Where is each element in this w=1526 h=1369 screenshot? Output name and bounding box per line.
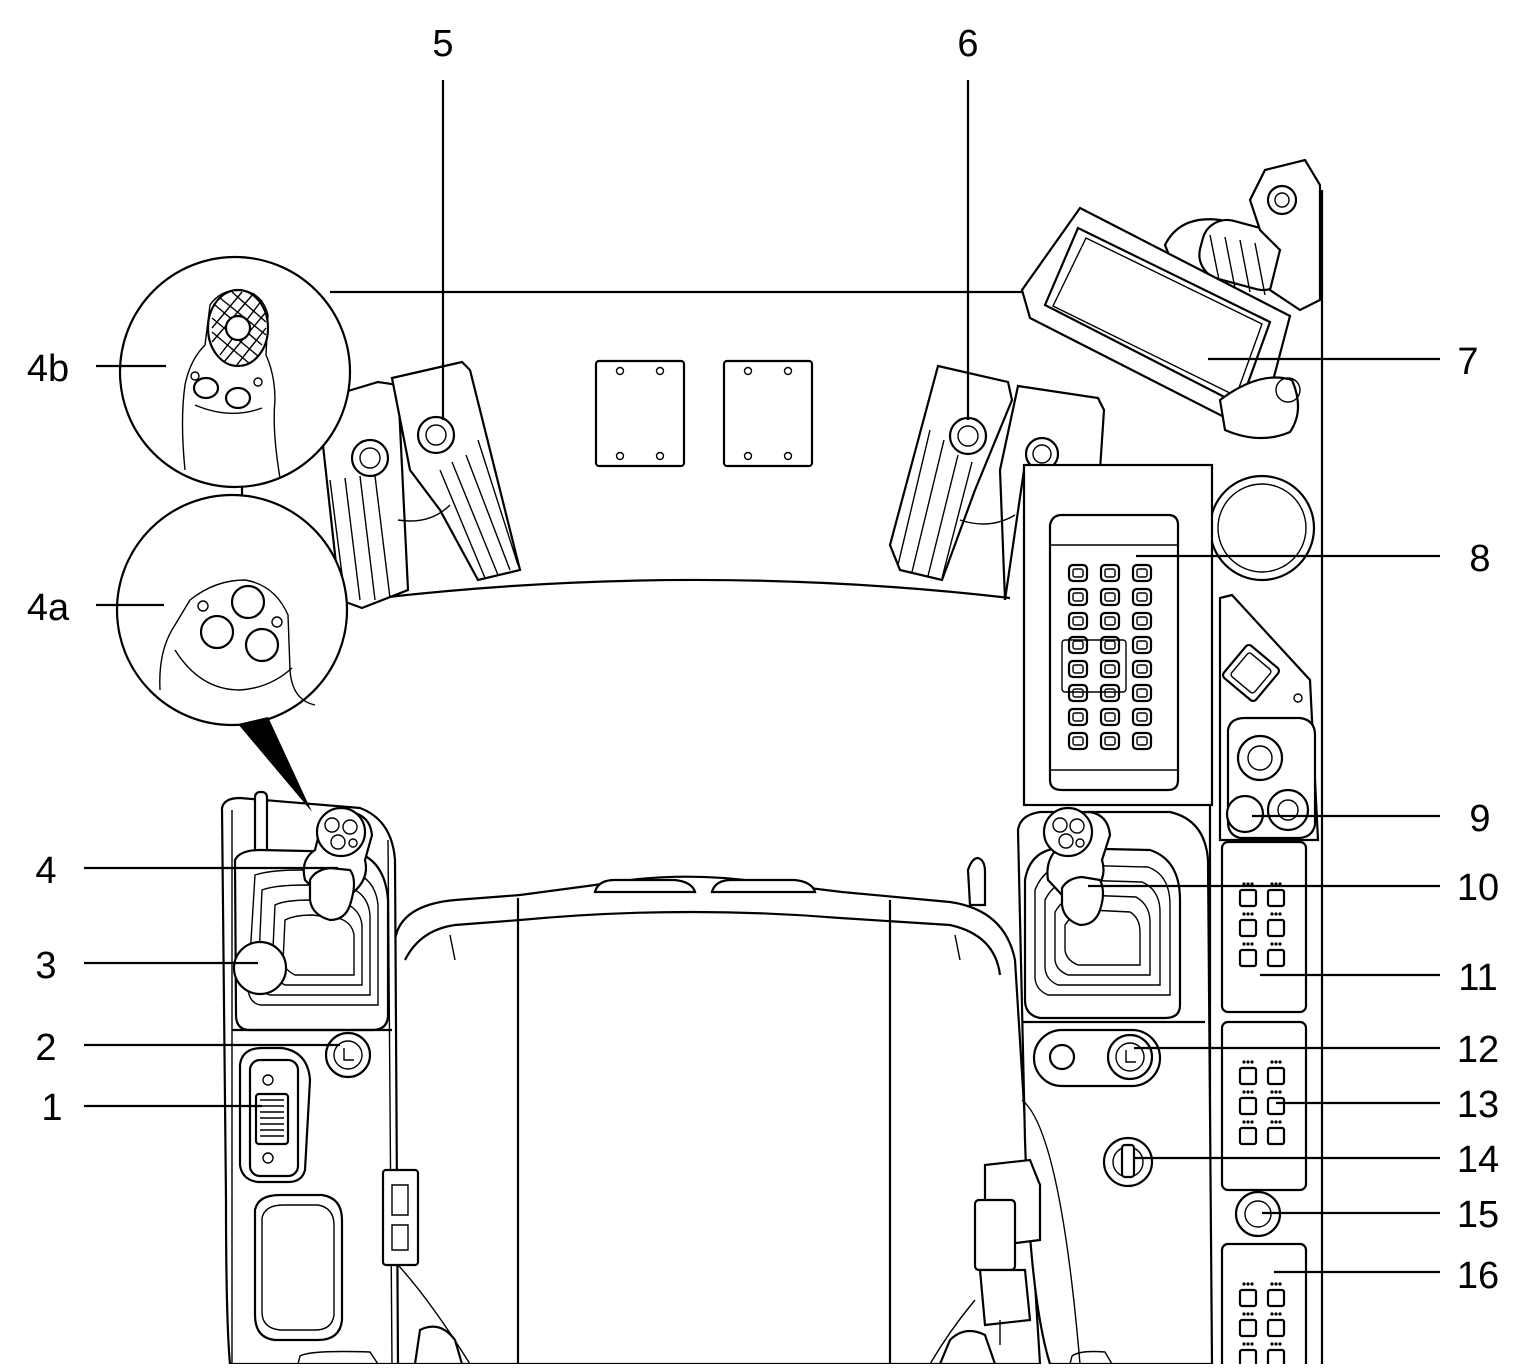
keypad-key <box>1099 635 1121 655</box>
keypad-key <box>1067 707 1089 727</box>
keypad-key <box>1131 659 1153 679</box>
callout-label-10: 10 <box>1457 867 1499 909</box>
callout-label-4b: 4b <box>27 348 69 390</box>
callout-label-1: 1 <box>41 1087 62 1129</box>
callout-label-5: 5 <box>432 23 453 65</box>
keypad-key <box>1131 587 1153 607</box>
keypad-key <box>1131 611 1153 631</box>
keypad-key <box>1131 683 1153 703</box>
left-pedals <box>316 360 522 610</box>
callout-label-2: 2 <box>35 1027 56 1069</box>
keypad-key <box>1067 683 1089 703</box>
rocker-switch <box>1238 912 1258 938</box>
callout-label-12: 12 <box>1457 1029 1499 1071</box>
rocker-switch <box>1266 942 1286 968</box>
rocker-switch <box>1266 1312 1286 1338</box>
keypad-key <box>1067 659 1089 679</box>
rocker-switch <box>1238 1342 1258 1368</box>
rocker-switch <box>1238 1060 1258 1086</box>
rocker-switch <box>1266 882 1286 908</box>
inset-4a <box>115 493 349 812</box>
switch-panels <box>1220 840 1308 1369</box>
left-armrest <box>220 790 471 1366</box>
rocker-switch <box>1266 1282 1286 1308</box>
keypad-key <box>1067 563 1089 583</box>
keypad-key <box>1099 611 1121 631</box>
keypad-group-outline <box>1061 639 1127 693</box>
callout-label-8: 8 <box>1469 538 1490 580</box>
keypad-key <box>1099 683 1121 703</box>
round-gauge <box>1208 474 1316 582</box>
callout-label-14: 14 <box>1457 1139 1499 1181</box>
callout-label-9: 9 <box>1469 798 1490 840</box>
rocker-switch <box>1238 1282 1258 1308</box>
keypad-key <box>1099 587 1121 607</box>
callout-label-4a: 4a <box>27 587 70 629</box>
callout-label-11: 11 <box>1458 957 1497 999</box>
keypad-key <box>1099 659 1121 679</box>
keypad-key <box>1131 707 1153 727</box>
inset-4b <box>118 255 352 500</box>
callout-label-4: 4 <box>35 850 56 892</box>
callout-label-16: 16 <box>1457 1255 1499 1297</box>
rocker-switch <box>1266 912 1286 938</box>
rocker-switch <box>1238 1312 1258 1338</box>
display-unit <box>1020 158 1322 440</box>
rocker-switch <box>1266 1090 1286 1116</box>
callout-labels: 1 2 3 4 4a 4b 5 6 7 8 9 10 11 12 13 14 1… <box>27 23 1499 1297</box>
keypad-key <box>1131 635 1153 655</box>
rocker-switch <box>1266 1120 1286 1146</box>
right-armrest <box>929 806 1214 1366</box>
keypad-key <box>1099 707 1121 727</box>
keypad-key <box>1067 731 1089 751</box>
keypad-key <box>1131 563 1153 583</box>
operator-seat <box>378 875 1042 1366</box>
keypad-panel <box>1022 463 1214 807</box>
rocker-switch <box>1238 1090 1258 1116</box>
center-plates <box>594 359 814 468</box>
leader-lines <box>84 80 1440 1274</box>
rocker-switch <box>1238 942 1258 968</box>
keypad-key <box>1099 731 1121 751</box>
keypad-key <box>1067 587 1089 607</box>
right-side-console <box>1218 593 1320 842</box>
rocker-switch <box>1238 1120 1258 1146</box>
callout-label-15: 15 <box>1457 1194 1499 1236</box>
keypad-key <box>1067 635 1089 655</box>
rocker-switch <box>1266 1060 1286 1086</box>
callout-label-7: 7 <box>1457 341 1478 383</box>
callout-label-3: 3 <box>35 945 56 987</box>
rocker-switch <box>1238 882 1258 908</box>
callout-label-6: 6 <box>957 23 978 65</box>
callout-label-13: 13 <box>1457 1084 1499 1126</box>
keypad-key <box>1131 731 1153 751</box>
keypad-key <box>1099 563 1121 583</box>
keypad-key <box>1067 611 1089 631</box>
